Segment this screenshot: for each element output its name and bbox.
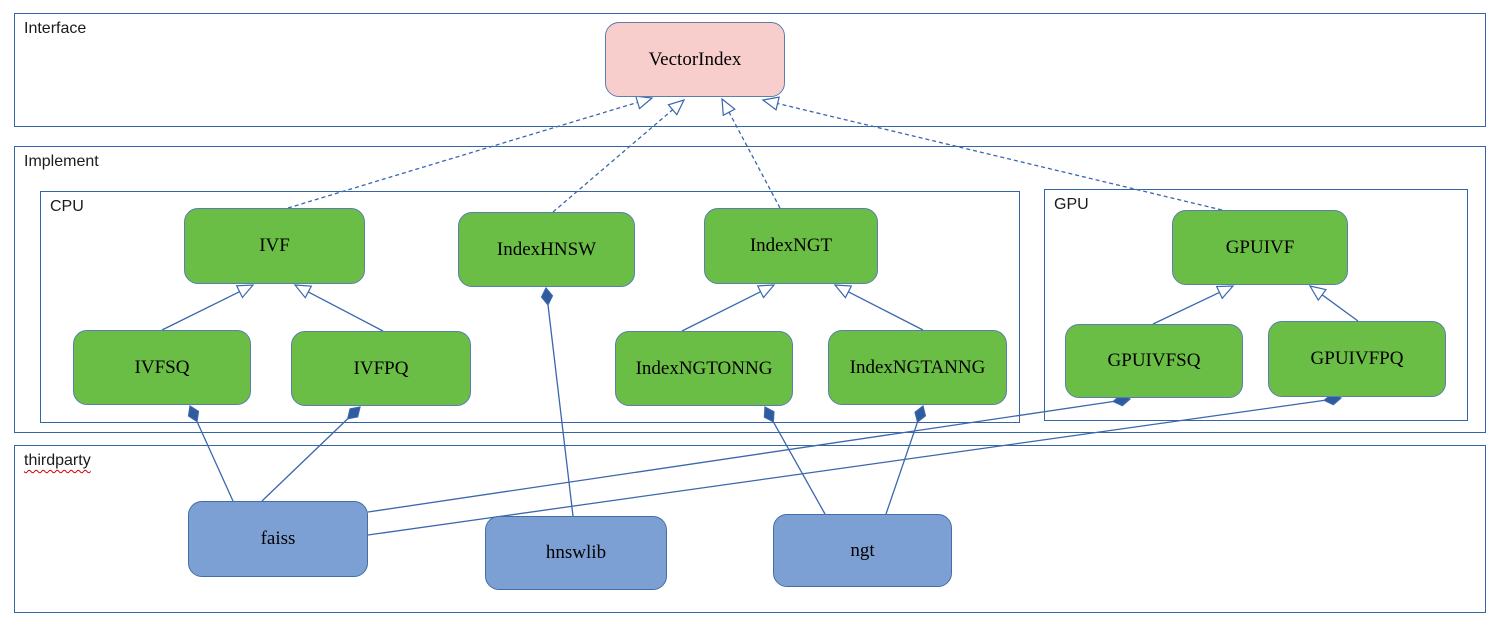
group-cpu-label: CPU xyxy=(50,198,84,215)
node-label: GPUIVFPQ xyxy=(1310,348,1404,369)
node-label: IndexNGTONNG xyxy=(635,357,773,379)
edge-hnswlib-IndexHNSW[interactable] xyxy=(540,286,574,517)
edge-ngt-IndexNGTONNG[interactable] xyxy=(763,406,826,515)
edge-GPUIVFSQ-GPUIVF[interactable] xyxy=(1152,285,1235,325)
node-label: hnswlib xyxy=(545,542,607,563)
edge-IndexHNSW-VectorIndex[interactable] xyxy=(552,99,686,213)
edge-IndexNGT-VectorIndex[interactable] xyxy=(721,97,781,209)
node-IndexNGT[interactable]: IndexNGT xyxy=(704,208,878,284)
edge-IVFPQ-IVF[interactable] xyxy=(293,284,384,332)
group-implement-label: Implement xyxy=(24,153,99,170)
node-label: ngt xyxy=(850,539,875,561)
node-label: IVF xyxy=(259,235,290,256)
node-faiss[interactable]: faiss xyxy=(188,501,368,577)
edge-IVF-VectorIndex[interactable] xyxy=(287,95,654,209)
edge-IVFSQ-IVF[interactable] xyxy=(161,284,255,331)
node-label: GPUIVFSQ xyxy=(1107,350,1201,371)
node-GPUIVFPQ[interactable]: GPUIVFPQ xyxy=(1268,321,1446,397)
node-IndexNGTONNG[interactable]: IndexNGTONNG xyxy=(615,331,793,406)
node-label: faiss xyxy=(260,528,296,549)
node-label: IndexNGTANNG xyxy=(849,356,986,378)
node-VectorIndex[interactable]: VectorIndex xyxy=(605,22,785,97)
node-IndexHNSW[interactable]: IndexHNSW xyxy=(458,212,635,287)
edge-faiss-GPUIVFSQ[interactable] xyxy=(367,394,1132,513)
group-interface-label: Interface xyxy=(24,20,87,37)
node-IndexNGTANNG[interactable]: IndexNGTANNG xyxy=(828,330,1007,405)
node-GPUIVFSQ[interactable]: GPUIVFSQ xyxy=(1065,324,1243,398)
node-label: IndexHNSW xyxy=(496,238,597,260)
node-label: IndexNGT xyxy=(749,235,833,256)
edge-ngt-IndexNGTANNG[interactable] xyxy=(885,404,927,515)
edge-GPUIVFPQ-GPUIVF[interactable] xyxy=(1308,285,1359,322)
node-label: IVFSQ xyxy=(134,356,190,378)
node-label: VectorIndex xyxy=(648,48,742,70)
node-ngt[interactable]: ngt xyxy=(773,514,952,587)
group-thirdparty-label: thirdparty xyxy=(24,452,91,469)
node-label: GPUIVF xyxy=(1225,236,1295,258)
node-hnswlib[interactable]: hnswlib xyxy=(485,516,667,590)
edge-IndexNGTONNG-IndexNGT[interactable] xyxy=(681,284,776,332)
node-IVFPQ[interactable]: IVFPQ xyxy=(291,331,471,406)
group-gpu-label: GPU xyxy=(1054,196,1089,213)
edge-faiss-IVFSQ[interactable] xyxy=(187,404,234,502)
edge-IndexNGTANNG-IndexNGT[interactable] xyxy=(833,284,924,331)
node-GPUIVF[interactable]: GPUIVF xyxy=(1172,210,1348,285)
node-label: IVFPQ xyxy=(353,357,409,379)
edge-GPUIVF-VectorIndex[interactable] xyxy=(761,96,1223,211)
node-IVFSQ[interactable]: IVFSQ xyxy=(73,330,251,405)
node-IVF[interactable]: IVF xyxy=(184,208,365,284)
edge-faiss-IVFPQ[interactable] xyxy=(261,406,361,502)
